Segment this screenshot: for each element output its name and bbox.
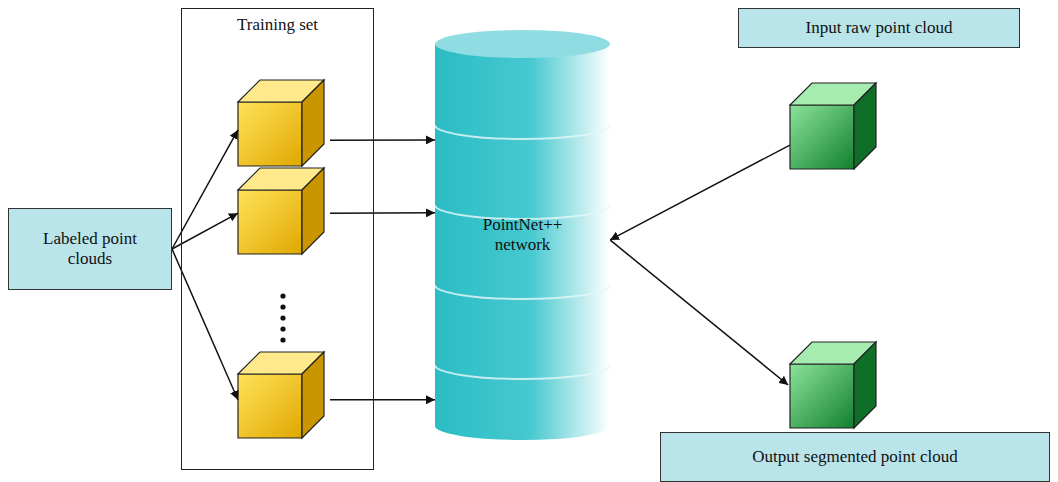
- flow-arrow: [610, 145, 790, 240]
- label-text: Labeled point clouds: [25, 229, 155, 270]
- green-cube: [790, 83, 876, 169]
- cube-face: [790, 105, 854, 169]
- input-label: Input raw point cloud: [738, 8, 1020, 48]
- cylinder-body: [435, 44, 610, 440]
- output-group: Output segmented point cloud: [660, 340, 1058, 482]
- yellow-cube: [238, 80, 324, 166]
- ellipsis-dot: [280, 315, 285, 320]
- output-label: Output segmented point cloud: [660, 432, 1050, 482]
- flow-arrow: [330, 399, 435, 401]
- flow-arrow: [330, 212, 435, 214]
- cube-face: [302, 168, 324, 254]
- cube-face: [854, 342, 876, 428]
- cube-face: [238, 374, 302, 438]
- network-cylinder: PointNet++ network: [435, 30, 610, 440]
- ellipsis-dot: [280, 337, 285, 342]
- ellipsis-dot: [280, 304, 285, 309]
- cylinder-top: [435, 30, 610, 58]
- training-cubes: [238, 80, 324, 438]
- cylinder-band: [435, 285, 610, 299]
- yellow-cube: [238, 168, 324, 254]
- cube-face: [790, 364, 854, 428]
- cylinder-band: [435, 125, 610, 139]
- cube-face: [302, 352, 324, 438]
- input-group: Input raw point cloud: [738, 8, 1020, 170]
- flow-arrow: [330, 139, 435, 141]
- label-box: Labeled point clouds: [8, 208, 172, 290]
- ellipsis-dots: [280, 293, 285, 342]
- network-label: PointNet++ network: [468, 215, 578, 256]
- cube-face: [238, 190, 302, 254]
- cube-face: [302, 80, 324, 166]
- ellipsis-dot: [280, 326, 285, 331]
- cube-face: [238, 102, 302, 166]
- ellipsis-dot: [280, 293, 285, 298]
- frame-heading: Training set: [182, 15, 373, 35]
- cube-face: [854, 83, 876, 169]
- training-set-frame: Training set: [181, 8, 374, 470]
- flow-arrow: [610, 240, 788, 385]
- green-cube: [790, 342, 876, 428]
- yellow-cube: [238, 352, 324, 438]
- cylinder-band: [435, 365, 610, 379]
